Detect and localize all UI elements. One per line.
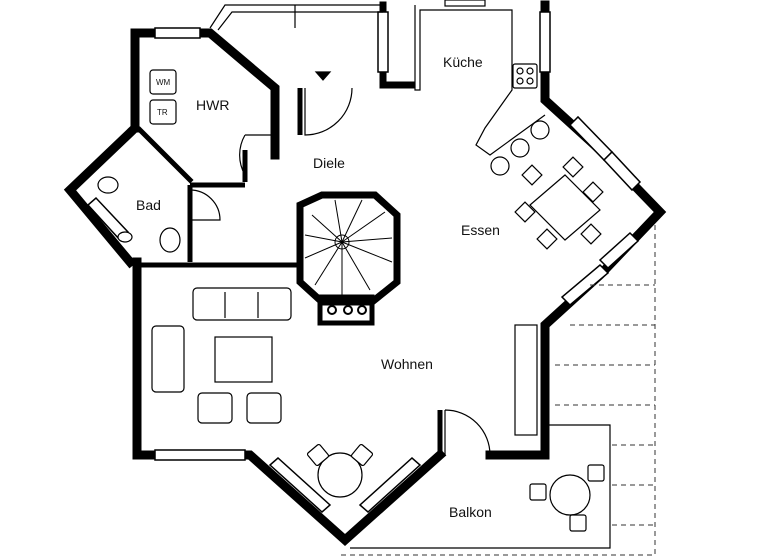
dryer-label: TR (157, 108, 168, 117)
room-label-balkon: Balkon (449, 504, 492, 520)
doors (189, 87, 491, 456)
room-label-essen: Essen (461, 222, 500, 238)
windows (86, 11, 642, 514)
hwr-appliances (149, 69, 177, 125)
room-label-wohnen: Wohnen (381, 356, 433, 372)
room-label-kueche: Küche (443, 54, 483, 70)
room-label-diele: Diele (313, 155, 345, 171)
dining-table (514, 156, 604, 250)
living-furniture (151, 287, 538, 498)
entry (209, 4, 383, 81)
bath-fixtures (97, 176, 181, 253)
interior-walls (137, 88, 443, 455)
washer-label: WM (156, 78, 171, 87)
room-label-hwr: HWR (196, 97, 229, 113)
balcony (350, 424, 611, 549)
kitchen-counter (414, 0, 550, 176)
stairs (304, 199, 393, 315)
terrace-outline (340, 225, 656, 556)
room-label-bad: Bad (136, 197, 161, 213)
